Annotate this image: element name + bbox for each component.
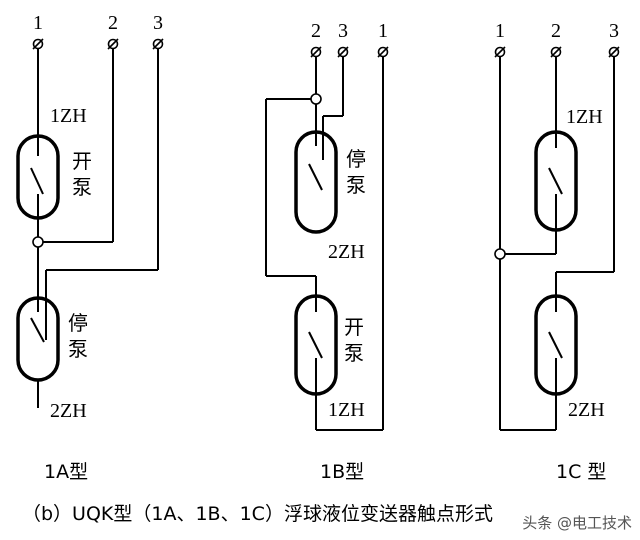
terminal-label-b3: 3 <box>338 20 348 42</box>
switch-label-1zh-c: 1ZH <box>566 106 603 128</box>
terminal-label-b2: 2 <box>311 20 321 42</box>
terminal-a1 <box>32 38 44 50</box>
type-label-1a: 1A型 <box>44 461 88 483</box>
terminal-b3 <box>337 46 349 58</box>
switch-label-2zh-c: 2ZH <box>568 399 605 421</box>
terminal-c3 <box>608 46 620 58</box>
terminal-label-c3: 3 <box>609 20 619 42</box>
note-open-pump-a-1: 开 <box>72 149 92 173</box>
note-open-pump-a-2: 泵 <box>72 175 92 199</box>
terminal-label-a3: 3 <box>153 12 163 34</box>
terminal-label-b1: 1 <box>378 20 388 42</box>
terminal-a2 <box>107 38 119 50</box>
switch-label-1zh-a: 1ZH <box>50 105 87 127</box>
wires-1b <box>265 57 384 431</box>
junction-node-1a <box>32 236 44 248</box>
junction-node-1c <box>494 248 506 260</box>
terminal-label-a2: 2 <box>108 12 118 34</box>
terminal-c2 <box>550 46 562 58</box>
diagram-1b: 2 3 1 停 泵 2ZH <box>265 20 389 483</box>
float-switch-1zh-b <box>294 294 338 396</box>
type-label-1b: 1B型 <box>320 461 364 483</box>
diagram-1a: 1 2 3 1ZH 开 泵 停 <box>16 12 164 483</box>
float-switch-2zh-c <box>534 294 578 396</box>
float-switch-2zh-b <box>294 130 338 234</box>
float-switch-1zh-c <box>534 130 578 232</box>
note-stop-pump-a-2: 泵 <box>68 337 88 361</box>
diagram-1c: 1 2 3 1ZH 2ZH <box>494 20 620 483</box>
wires-1a <box>37 49 159 408</box>
watermark: 头条 @电工技术 <box>522 514 632 532</box>
note-open-pump-b-1: 开 <box>344 315 364 339</box>
switch-label-1zh-b: 1ZH <box>328 399 365 421</box>
note-stop-pump-a-1: 停 <box>68 311 88 335</box>
note-open-pump-b-2: 泵 <box>344 341 364 365</box>
terminal-a3 <box>152 38 164 50</box>
switch-label-2zh-b: 2ZH <box>328 241 365 263</box>
terminal-label-c2: 2 <box>551 20 561 42</box>
figure-caption: （b）UQK型（1A、1B、1C）浮球液位变送器触点形式 <box>22 503 493 525</box>
wires-1c <box>499 57 615 431</box>
terminal-b1 <box>377 46 389 58</box>
switch-label-2zh-a: 2ZH <box>50 400 87 422</box>
float-switch-2zh-a <box>16 296 60 382</box>
note-stop-pump-b-2: 泵 <box>346 173 366 197</box>
junction-node-1b <box>310 93 322 105</box>
note-stop-pump-b-1: 停 <box>346 147 366 171</box>
float-switch-1zh-a <box>16 134 60 220</box>
terminal-c1 <box>494 46 506 58</box>
terminal-b2 <box>310 46 322 58</box>
type-label-1c: 1C 型 <box>556 461 606 483</box>
terminal-label-c1: 1 <box>495 20 505 42</box>
terminal-label-a1: 1 <box>33 12 43 34</box>
